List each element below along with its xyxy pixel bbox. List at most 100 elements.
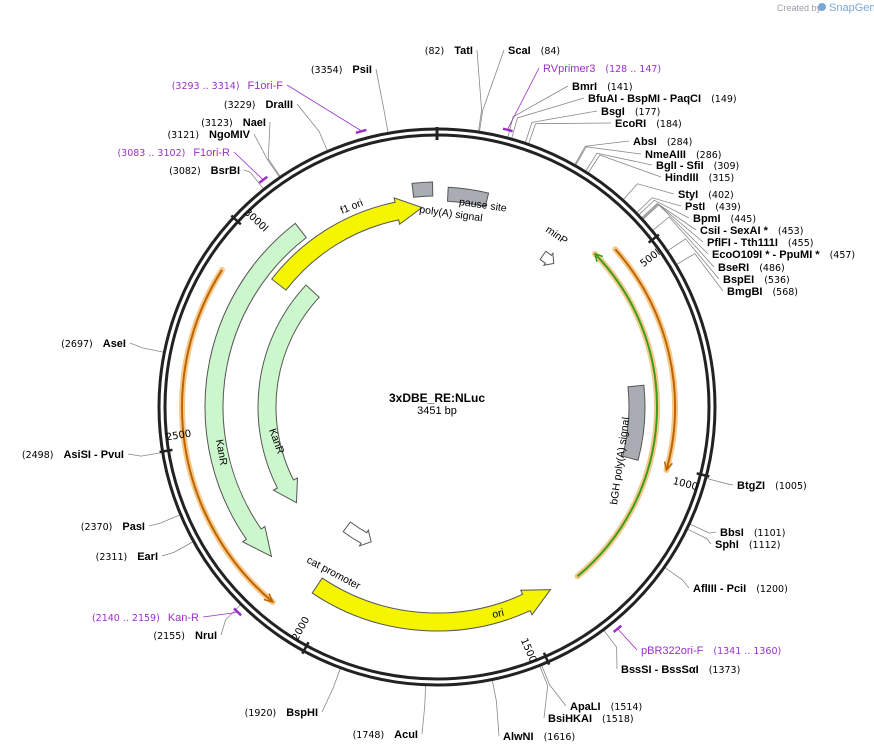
primer-mark-2 <box>258 175 269 184</box>
site-pos: (1920) <box>245 708 277 719</box>
site-label: BspEI(536) <box>723 274 790 286</box>
site-pos: (439) <box>715 202 741 213</box>
site-name: AsiSI - PvuI <box>63 449 124 461</box>
primer-range: (1341 .. 1360) <box>713 646 781 657</box>
feature-pause-site <box>446 186 490 208</box>
feature-cat-promoter <box>342 521 372 547</box>
primer-range: (3083 .. 3102) <box>117 148 185 159</box>
site-pos: (315) <box>709 173 735 184</box>
site-name: BseRI <box>718 262 749 274</box>
site-label: AflIII - PciI(1200) <box>693 583 788 595</box>
site-leader <box>652 216 715 268</box>
site-label: BmgBI(568) <box>727 286 798 298</box>
site-label: BfuAI - BspMI - PaqCI(149) <box>588 93 737 105</box>
site-leader <box>541 665 567 707</box>
site-name: BtgZI <box>737 480 765 492</box>
site-name: ScaI <box>508 45 531 57</box>
site-label: BsgI(177) <box>601 106 660 118</box>
bp-ticks <box>159 214 710 666</box>
site-leader <box>636 197 682 213</box>
site-name: AbsI <box>633 136 657 148</box>
site-label: BmrI(141) <box>572 81 633 93</box>
site-name: BspHI <box>286 707 318 719</box>
site-pos: (445) <box>731 214 757 225</box>
site-leader <box>528 122 612 144</box>
site-label: BssSI - BssSαI(1373) <box>621 664 740 676</box>
feature-label-minp: minP <box>543 224 569 248</box>
site-name: EcoO109I * - PpuMI * <box>712 249 820 261</box>
site-pos: (284) <box>667 137 693 148</box>
site-pos: (453) <box>778 226 804 237</box>
orf-arcs <box>179 246 678 605</box>
primer-leader <box>233 151 263 180</box>
site-leader <box>676 253 724 292</box>
site-leader <box>585 152 653 172</box>
site-pos: (2311) <box>96 552 128 563</box>
leader-lines <box>127 49 734 737</box>
bp-tick-2500 <box>159 448 173 454</box>
site-name: AcuI <box>394 729 418 741</box>
feature-f1-ori <box>271 197 424 291</box>
site-leader <box>525 110 598 143</box>
site-label: BglI - SfiI(309) <box>656 160 739 172</box>
primer-leader <box>286 84 361 131</box>
site-leader <box>375 68 389 133</box>
credit-brand: SnapGene <box>829 2 874 14</box>
primer-name: F1ori-F <box>248 80 284 92</box>
site-name: PsiI <box>352 64 372 76</box>
bp-tick-500 <box>647 233 660 244</box>
site-leader <box>479 49 505 132</box>
site-leader <box>574 140 630 165</box>
site-pos: (1616) <box>544 732 576 743</box>
bp-tick-label: 1000 <box>671 476 698 493</box>
site-name: EarI <box>137 551 158 563</box>
site-label: (2311) EarI <box>96 551 158 563</box>
site-leader <box>511 97 585 139</box>
site-leader <box>243 169 264 189</box>
primer-label: RVprimer3(128 .. 147) <box>543 63 661 75</box>
site-label: PstI(439) <box>685 201 741 213</box>
primer-label: (3083 .. 3102)F1ori-R <box>117 147 230 159</box>
site-leader <box>127 452 162 457</box>
primer-leader <box>507 67 540 130</box>
site-name: BssSI - BssSαI <box>621 664 699 676</box>
site-pos: (177) <box>635 107 661 118</box>
feature-kanr-inner <box>257 284 320 504</box>
site-pos: (309) <box>714 161 740 172</box>
site-leader <box>267 121 281 177</box>
site-pos: (1518) <box>602 714 634 725</box>
site-label: (2498)AsiSI - PvuI <box>22 449 124 461</box>
site-name: HindIII <box>665 172 699 184</box>
site-pos: (84) <box>541 46 561 57</box>
bp-tick-label: 3000l <box>242 207 270 234</box>
site-pos: (402) <box>708 190 734 201</box>
site-label: CsiI - SexAI *(453) <box>700 225 803 237</box>
bp-tick-label: 1500 <box>518 637 538 665</box>
site-leader <box>161 541 193 557</box>
site-leader <box>588 154 662 178</box>
primer-leader <box>618 629 638 651</box>
site-label: (2370)PasI <box>81 521 145 533</box>
site-leader <box>539 666 549 719</box>
site-label: (3121)NgoMIV <box>167 129 250 141</box>
site-name: AseI <box>103 338 126 350</box>
feature-ori <box>311 577 552 632</box>
feature-label-bgh: bGH poly(A) signal <box>608 416 632 505</box>
site-label: EcoO109I * - PpuMI *(457) <box>712 249 855 261</box>
site-pos: (2697) <box>61 339 93 350</box>
site-name: BmrI <box>572 81 597 93</box>
site-pos: (3082) <box>169 166 201 177</box>
bp-tick-label: 2500 <box>165 429 192 444</box>
site-pos: (1112) <box>749 540 781 551</box>
orf-kan-outer-head <box>263 593 275 604</box>
primer-marks <box>233 127 623 633</box>
site-label: BsiHKAI(1518) <box>548 713 634 725</box>
site-label: AbsI (284) <box>633 136 692 148</box>
orf-green-head <box>593 252 604 263</box>
primer-label: (3293 .. 3314)F1ori-F <box>172 80 284 92</box>
site-leader <box>641 202 697 231</box>
site-label: (1920) BspHI <box>245 707 318 719</box>
site-label: (3354)PsiI <box>311 64 372 76</box>
site-leader <box>421 685 426 735</box>
